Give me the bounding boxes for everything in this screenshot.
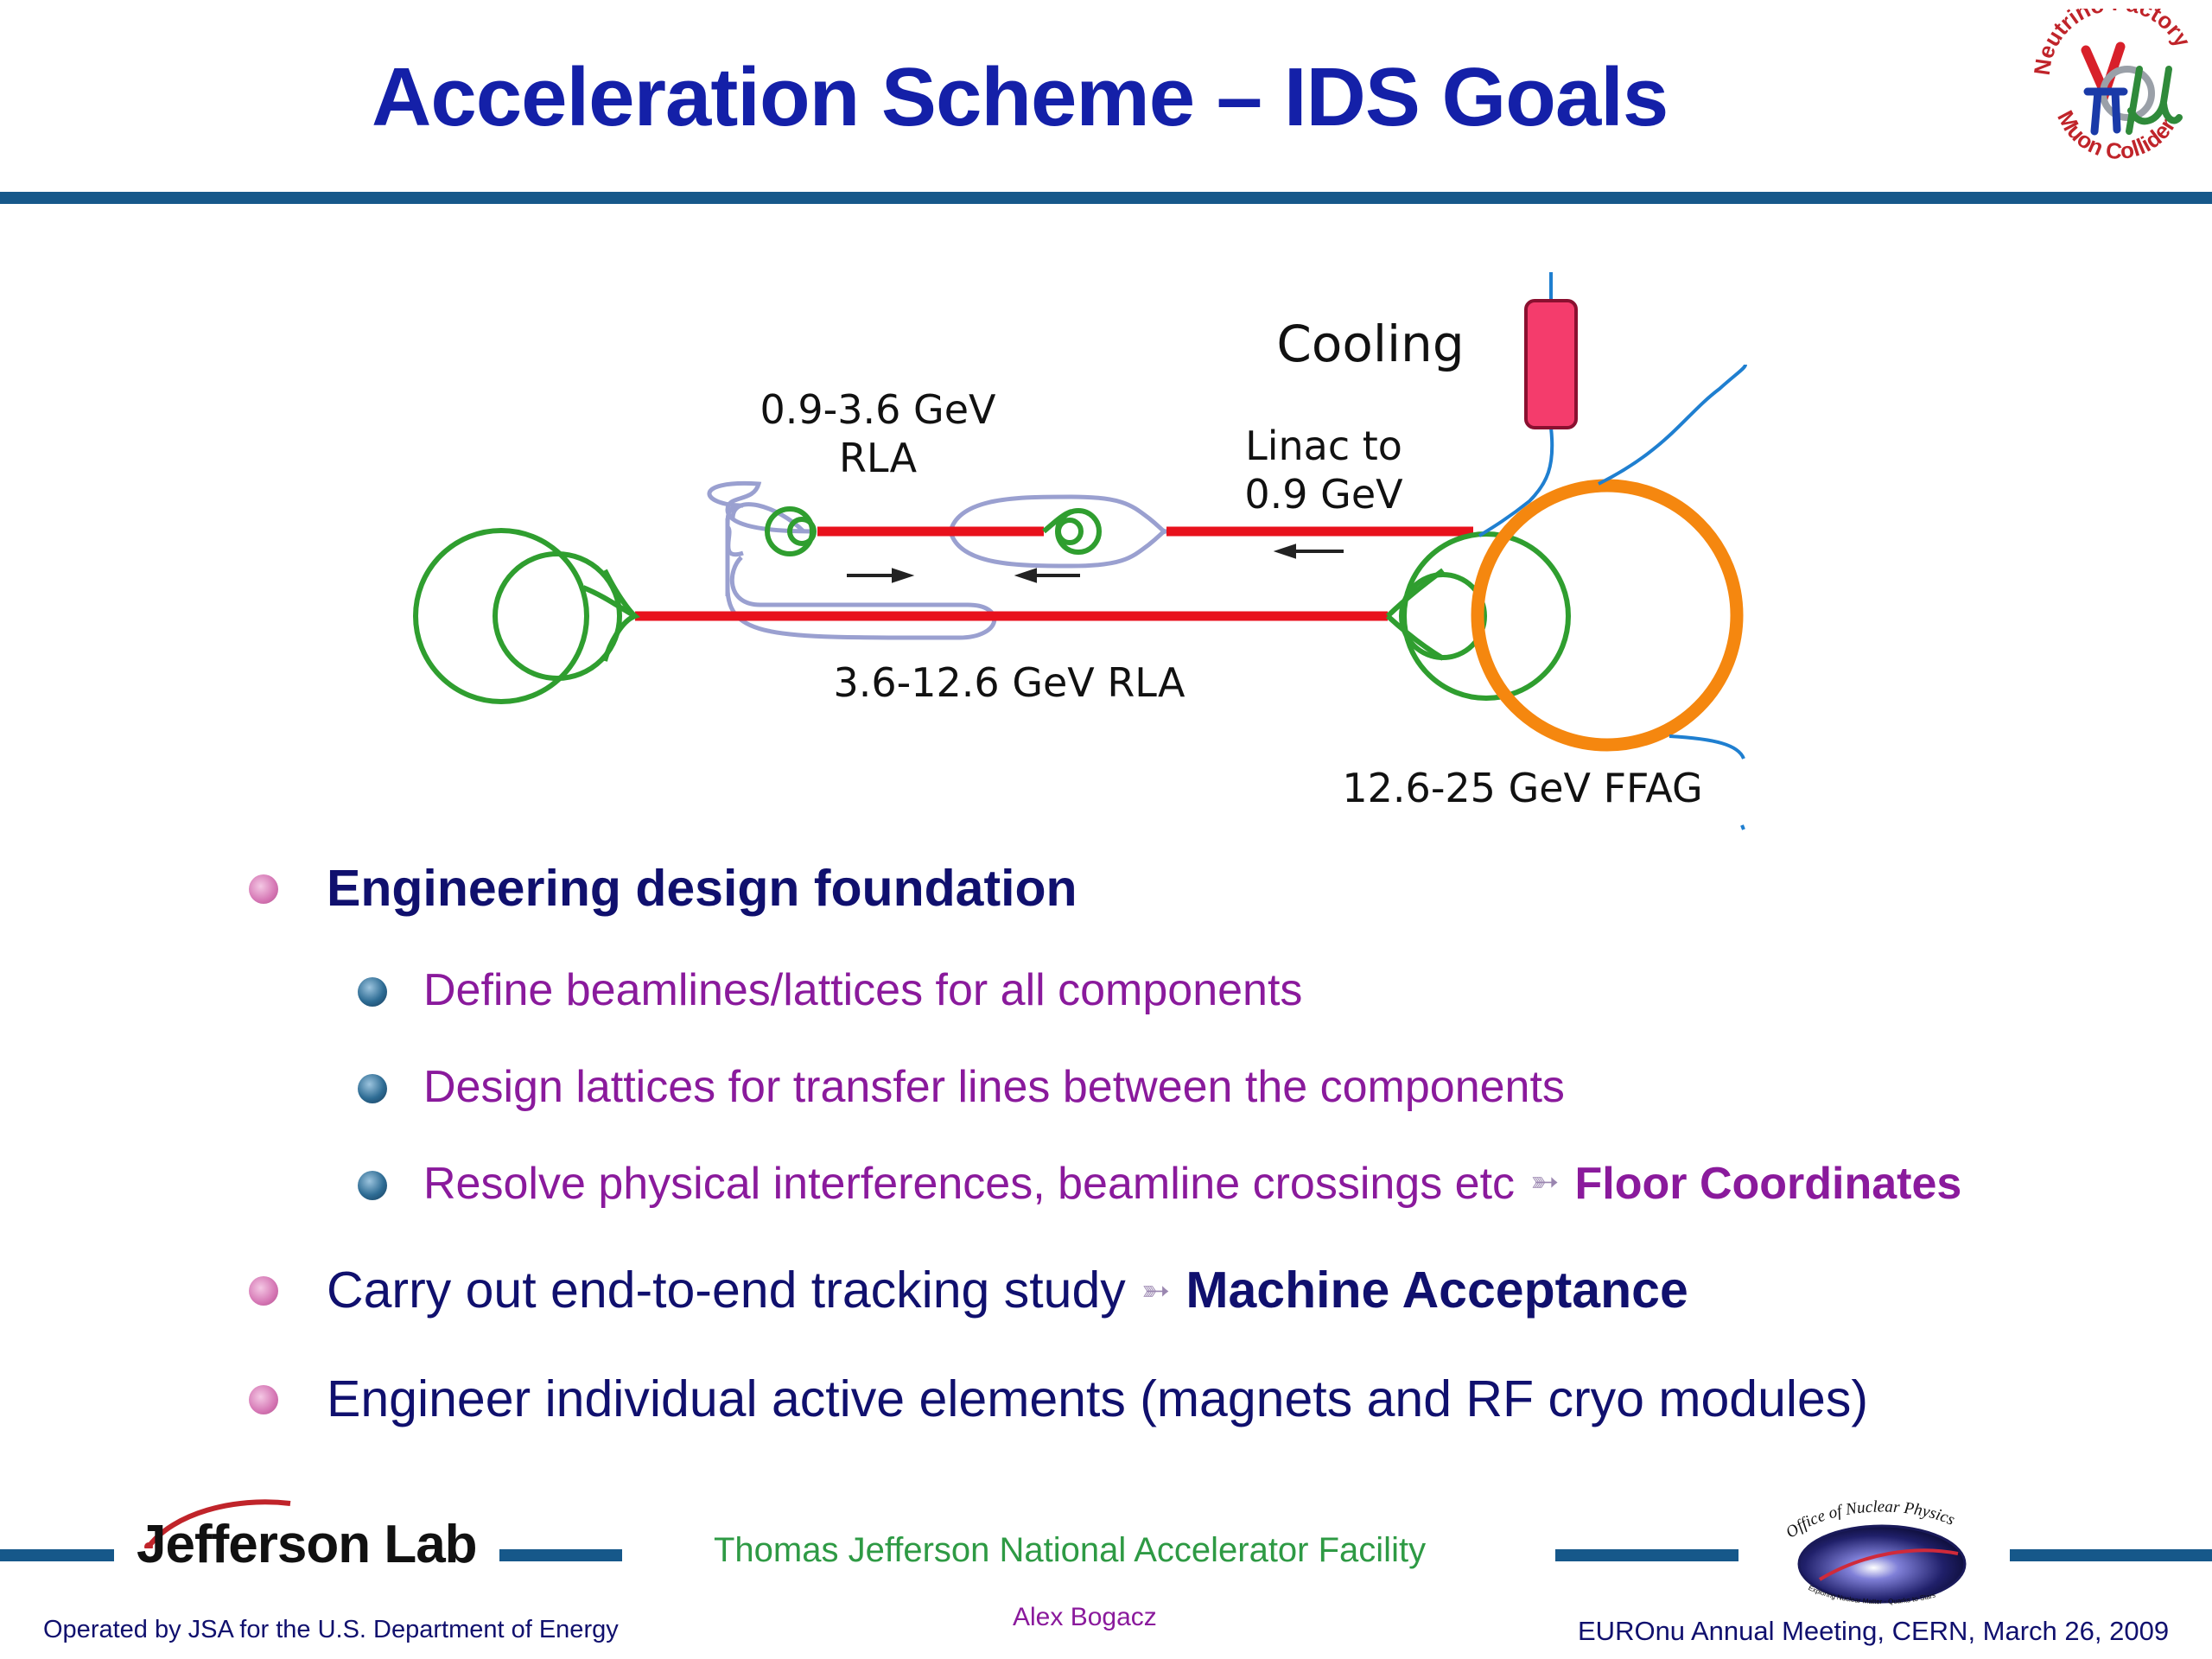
bullet-2-text: Carry out end-to-end tracking study xyxy=(327,1262,1126,1319)
footer-rule-mid-left xyxy=(499,1549,622,1561)
footer-rule-right xyxy=(2010,1549,2212,1561)
beam-direction-arrows xyxy=(847,543,1344,583)
bullet-marker-blue xyxy=(358,1171,387,1200)
bullet-1-1: Define beamlines/lattices for all compon… xyxy=(423,965,1303,1015)
green-arcs xyxy=(413,506,1571,704)
nuclear-physics-logo: Office of Nuclear Physics Exploring Nucl… xyxy=(1783,1498,1967,1605)
rla2-west-arc-outer xyxy=(413,528,589,704)
arrow-right-head-icon xyxy=(892,568,915,583)
bullet-marker-pink xyxy=(249,1276,278,1306)
bullet-marker-blue xyxy=(358,1074,387,1103)
jlab-swoosh-icon xyxy=(144,1499,291,1548)
operated-by-text: Operated by JSA for the U.S. Department … xyxy=(43,1616,619,1643)
label-rla2: 3.6-12.6 GeV RLA xyxy=(834,659,1185,706)
footer-rule-left xyxy=(0,1549,114,1561)
facility-name: Thomas Jefferson National Accelerator Fa… xyxy=(714,1531,1427,1569)
label-linac-line1: Linac to xyxy=(1245,423,1402,469)
implies-arrow-icon: ➳ xyxy=(1141,1272,1171,1310)
meeting-info: EUROnu Annual Meeting, CERN, March 26, 2… xyxy=(1578,1616,2170,1646)
title-rule xyxy=(0,192,2212,204)
slide-title: Acceleration Scheme – IDS Goals xyxy=(372,51,1669,143)
label-cooling: Cooling xyxy=(1276,315,1464,373)
bullet-3: Engineer individual active elements (mag… xyxy=(327,1370,1868,1427)
linac-arrow-left-head-icon xyxy=(1273,543,1296,559)
bullet-marker-pink xyxy=(249,874,278,904)
implies-arrow-icon: ➳ xyxy=(1530,1163,1560,1201)
bullet-1-3: Resolve physical interferences, beamline… xyxy=(423,1158,1961,1210)
bullet-marker-blue xyxy=(358,977,387,1007)
rla1-east-arc-inner xyxy=(1056,518,1084,545)
label-linac-line2: 0.9 GeV xyxy=(1244,471,1403,518)
bullet-2: Carry out end-to-end tracking study ➳ Mach… xyxy=(327,1261,1688,1319)
bullet-1-3-text: Resolve physical interferences, beamline… xyxy=(423,1159,1516,1209)
acceleration-scheme-diagram: Cooling 0.9-3.6 GeV RLA Linac to 0.9 GeV… xyxy=(413,272,1747,830)
bullet-1-3-emphasis: Floor Coordinates xyxy=(1574,1159,1962,1209)
neutrino-factory-logo: Neutrino Factory Muon Collider xyxy=(2031,9,2196,164)
rla2-west-arc-inner xyxy=(493,551,622,681)
author-name: Alex Bogacz xyxy=(1013,1603,1157,1631)
label-rla1-name: RLA xyxy=(839,435,918,481)
nf-logo-symbols-icon xyxy=(2081,41,2183,136)
bullet-1: Engineering design foundation xyxy=(327,860,1077,917)
cooling-module xyxy=(1524,299,1578,429)
label-rla1-energy: 0.9-3.6 GeV xyxy=(760,386,996,433)
transfer-lines xyxy=(1478,272,1747,830)
footer-rule-mid-right xyxy=(1555,1549,1738,1561)
arrow-left-head-icon xyxy=(1014,568,1037,583)
bullet-marker-pink xyxy=(249,1385,278,1414)
linacs xyxy=(635,526,1473,621)
jefferson-lab-logo: Jefferson Lab xyxy=(137,1515,478,1574)
bullet-2-emphasis: Machine Acceptance xyxy=(1185,1262,1688,1319)
rla1-west-arc-inner xyxy=(787,517,817,546)
label-ffag: 12.6-25 GeV FFAG xyxy=(1342,765,1702,811)
bullet-1-2: Design lattices for transfer lines betwe… xyxy=(423,1062,1565,1112)
ffag-ring xyxy=(1471,479,1744,752)
